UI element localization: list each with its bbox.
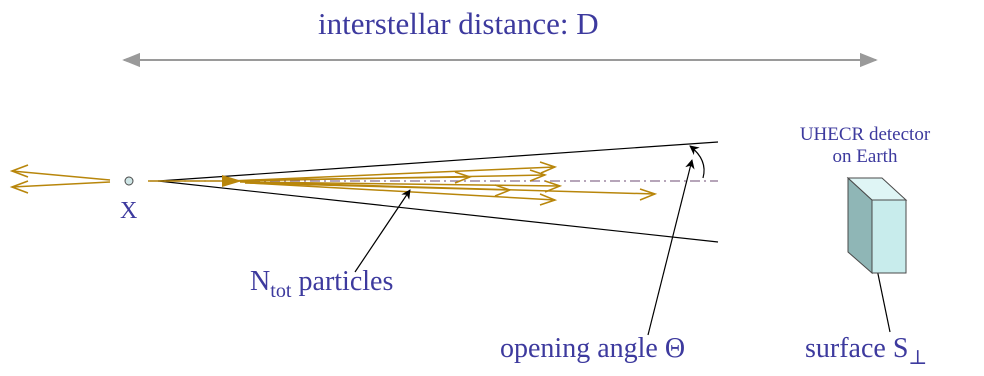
source-point bbox=[125, 177, 133, 185]
distance-label: interstellar distance: D bbox=[318, 6, 599, 42]
surface-label: surface S⊥ bbox=[805, 333, 927, 365]
particles-label: Ntot particles bbox=[250, 266, 393, 298]
backward-particles bbox=[12, 165, 110, 193]
particles-label-sub: tot bbox=[270, 280, 291, 302]
opening-angle-label: opening angle Θ bbox=[500, 333, 685, 365]
particles-label-rest: particles bbox=[292, 266, 394, 297]
detector-label-line2: on Earth bbox=[790, 146, 940, 168]
surface-label-sub: ⊥ bbox=[908, 347, 927, 369]
detector-box bbox=[848, 178, 906, 273]
angle-pointer bbox=[648, 160, 692, 335]
source-label: X bbox=[120, 198, 137, 225]
particles-pointer bbox=[355, 190, 410, 272]
surface-label-main: surface S bbox=[805, 333, 908, 364]
particles-label-main: N bbox=[250, 266, 270, 297]
cone-lower-edge bbox=[158, 181, 718, 242]
detector-label-line1: UHECR detector bbox=[790, 124, 940, 146]
forward-particles bbox=[230, 162, 655, 205]
cone-upper-edge bbox=[158, 142, 718, 181]
first-particle-head bbox=[222, 175, 242, 187]
detector-label: UHECR detector on Earth bbox=[790, 124, 940, 168]
